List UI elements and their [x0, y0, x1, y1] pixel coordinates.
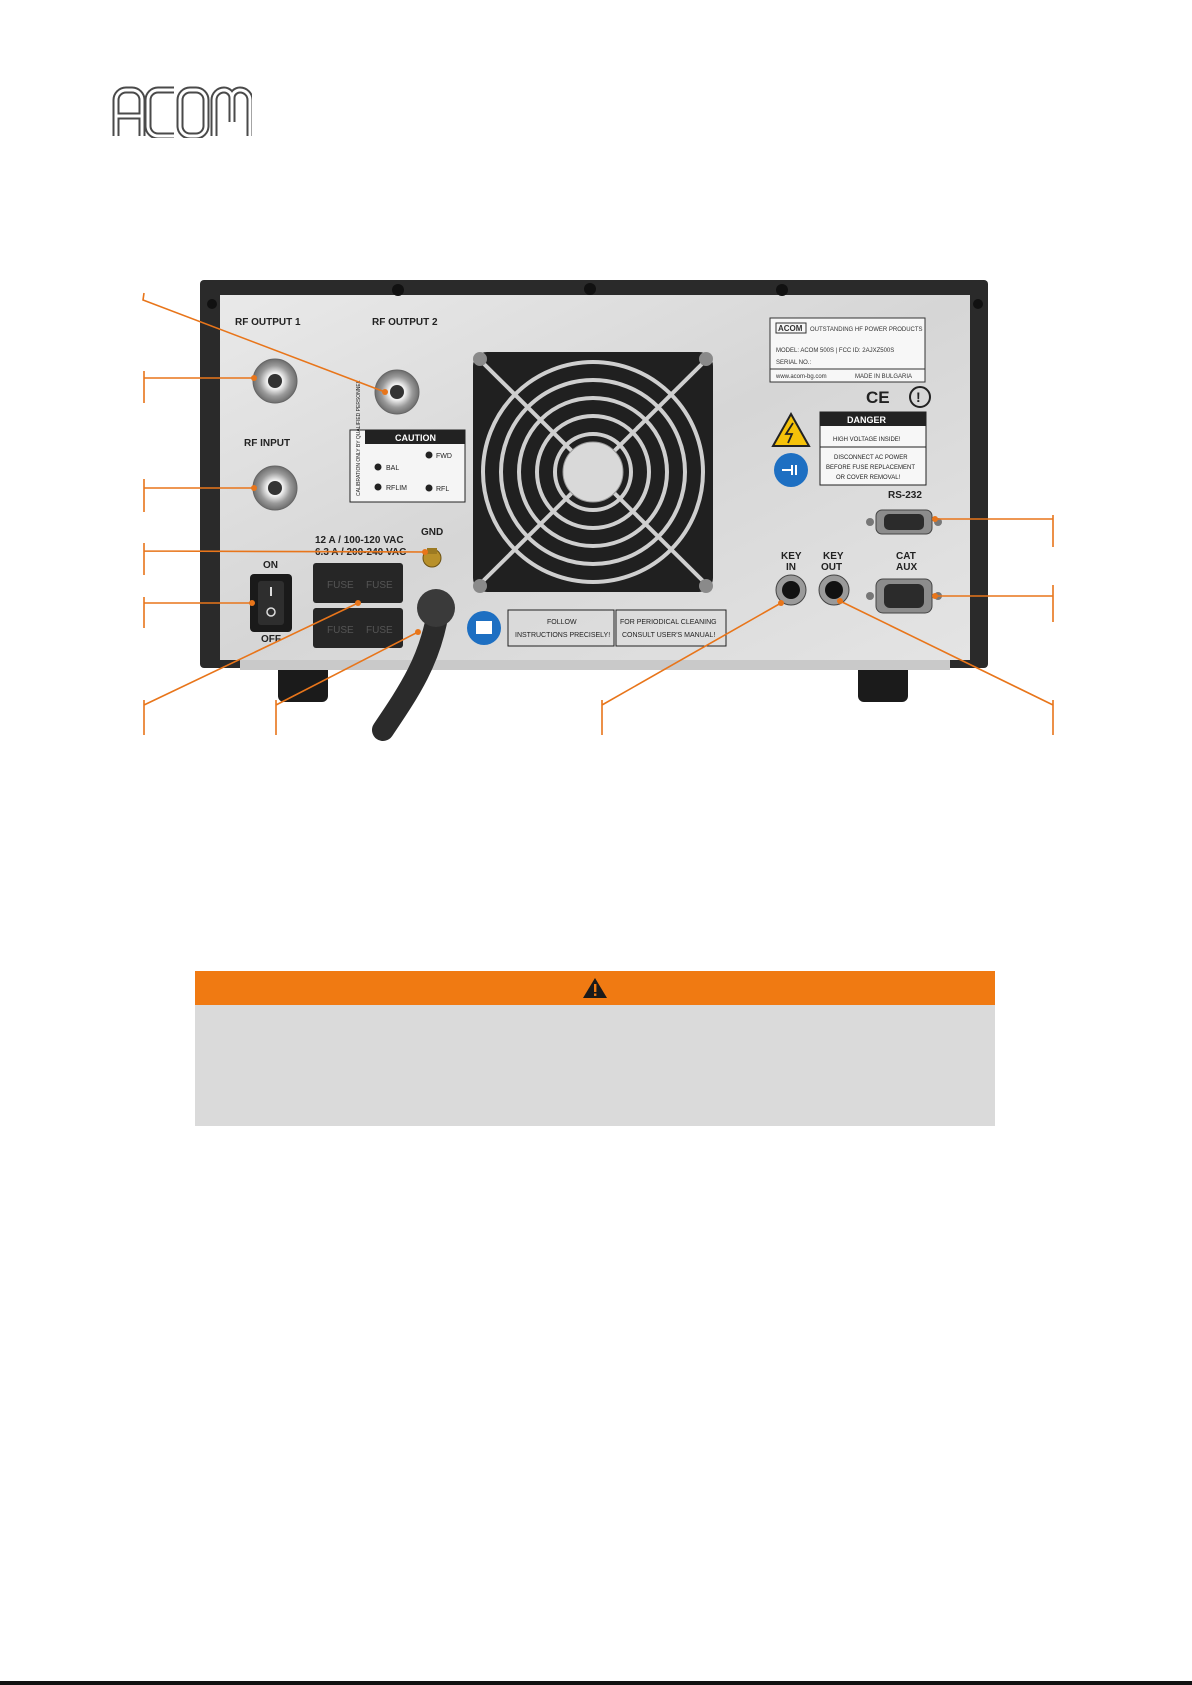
off-label: OFF: [261, 634, 281, 645]
svg-text:FUSE: FUSE: [327, 580, 354, 591]
svg-text:!: !: [916, 389, 921, 405]
rfl-label: RFL: [436, 486, 449, 493]
warning-header: [195, 971, 995, 1005]
rs232-connector: [866, 509, 942, 535]
plate-model: MODEL: ACOM 500S | FCC ID: 2AJXZ500S: [776, 348, 894, 354]
callout-line-gnd: [143, 543, 426, 575]
bal-label: BAL: [386, 465, 399, 472]
cooling-fan: [473, 352, 713, 593]
callout-line-key-in: [601, 602, 782, 735]
callout-line-rf-output-2: [142, 292, 386, 393]
rf-output-1-connector: [252, 358, 298, 404]
attention-icon: !: [909, 386, 931, 408]
callout-line-key-out: [839, 600, 1054, 735]
key-out-jack: [818, 574, 850, 606]
foot-left: [278, 662, 328, 702]
acom-logo: [112, 86, 252, 138]
danger-line-1: HIGH VOLTAGE INSIDE!: [833, 437, 901, 443]
fwd-label: FWD: [436, 453, 452, 460]
plate-serial: SERIAL NO.:: [776, 360, 811, 366]
callout-line-cat-aux: [935, 585, 1054, 622]
manual-icon: [467, 611, 501, 645]
footer-rule: [0, 1681, 1192, 1685]
caution-side-text: CALIBRATION ONLY BY QUALIFIED PERSONNEL: [356, 380, 362, 496]
danger-panel: DANGER HIGH VOLTAGE INSIDE! DISCONNECT A…: [819, 411, 927, 486]
screw: [207, 299, 217, 309]
danger-line-4: OR COVER REMOVAL!: [836, 475, 901, 481]
caution-panel: CAUTION BAL RFLIM FWD RFL CALIBRATION ON…: [349, 380, 466, 503]
rear-panel-figure: RF OUTPUT 1 RF OUTPUT 2 RF INPUT CAUTION…: [142, 280, 1054, 741]
svg-text:CONSULT USER'S MANUAL!: CONSULT USER'S MANUAL!: [622, 632, 715, 639]
plate-web: www.acom-bg.com: [775, 374, 827, 380]
svg-text:FUSE: FUSE: [327, 625, 354, 636]
caution-title: CAUTION: [395, 433, 436, 443]
warning-triangle-icon: [583, 978, 607, 998]
svg-text:FOLLOW: FOLLOW: [547, 619, 577, 626]
plate-tagline: OUTSTANDING HF POWER PRODUCTS: [810, 327, 923, 333]
danger-title: DANGER: [847, 415, 887, 425]
callout-line-fuse: [143, 602, 359, 735]
gnd-label: GND: [421, 527, 443, 538]
key-in-label-1: KEY: [781, 551, 802, 562]
on-label: ON: [263, 560, 278, 571]
cat-aux-connector: [866, 578, 942, 614]
power-cord: [372, 601, 449, 741]
callout-line-power-switch: [143, 597, 252, 628]
rf-output-1-label: RF OUTPUT 1: [235, 317, 301, 328]
screw: [392, 284, 404, 296]
rf-output-2-connector: [374, 369, 420, 415]
fuse-holder-top: FUSE FUSE: [313, 563, 403, 603]
power-cord-grommet: [417, 589, 455, 627]
svg-text:FUSE: FUSE: [366, 580, 393, 591]
svg-text:FOR PERIODICAL CLEANING: FOR PERIODICAL CLEANING: [620, 619, 717, 626]
key-in-label-2: IN: [786, 562, 796, 573]
high-voltage-icon: [771, 411, 811, 447]
screw: [584, 283, 596, 295]
follow-instructions-label: FOLLOW INSTRUCTIONS PRECISELY!: [507, 609, 615, 647]
rflim-label: RFLIM: [386, 485, 407, 492]
callout-line-power-cord: [275, 631, 419, 735]
key-in-jack: [775, 574, 807, 606]
rating-plate: ACOM OUTSTANDING HF POWER PRODUCTS MODEL…: [769, 317, 926, 383]
chassis-bottom-lip: [240, 660, 950, 670]
danger-line-3: BEFORE FUSE REPLACEMENT: [826, 465, 915, 471]
cleaning-label: FOR PERIODICAL CLEANING CONSULT USER'S M…: [615, 609, 727, 647]
key-out-label-1: KEY: [823, 551, 844, 562]
disconnect-power-icon: [774, 453, 808, 487]
callout-line-rf-input: [143, 479, 254, 512]
cat-label: CAT: [896, 551, 916, 562]
plate-brand: ACOM: [778, 324, 803, 333]
rf-output-2-label: RF OUTPUT 2: [372, 317, 438, 328]
rf-input-connector: [252, 465, 298, 511]
aux-label: AUX: [896, 562, 917, 573]
screw: [776, 284, 788, 296]
svg-text:INSTRUCTIONS PRECISELY!: INSTRUCTIONS PRECISELY!: [515, 632, 610, 639]
warning-box: [195, 971, 995, 1126]
callout-line-rf-output-1: [143, 371, 254, 403]
fuse-holder-bottom: FUSE FUSE: [313, 608, 403, 648]
svg-text:FUSE: FUSE: [366, 625, 393, 636]
rs232-label: RS-232: [888, 490, 922, 501]
power-switch: [250, 574, 292, 632]
screw: [973, 299, 983, 309]
rf-input-label: RF INPUT: [244, 438, 290, 449]
plate-made: MADE IN BULGARIA: [855, 374, 912, 380]
fuse-rating-line-1: 12 A / 100-120 VAC: [315, 535, 404, 546]
danger-line-2: DISCONNECT AC POWER: [834, 455, 908, 461]
key-out-label-2: OUT: [821, 562, 842, 573]
foot-right: [858, 662, 908, 702]
callout-line-rs232: [935, 515, 1054, 547]
ce-mark: CE: [866, 388, 890, 407]
